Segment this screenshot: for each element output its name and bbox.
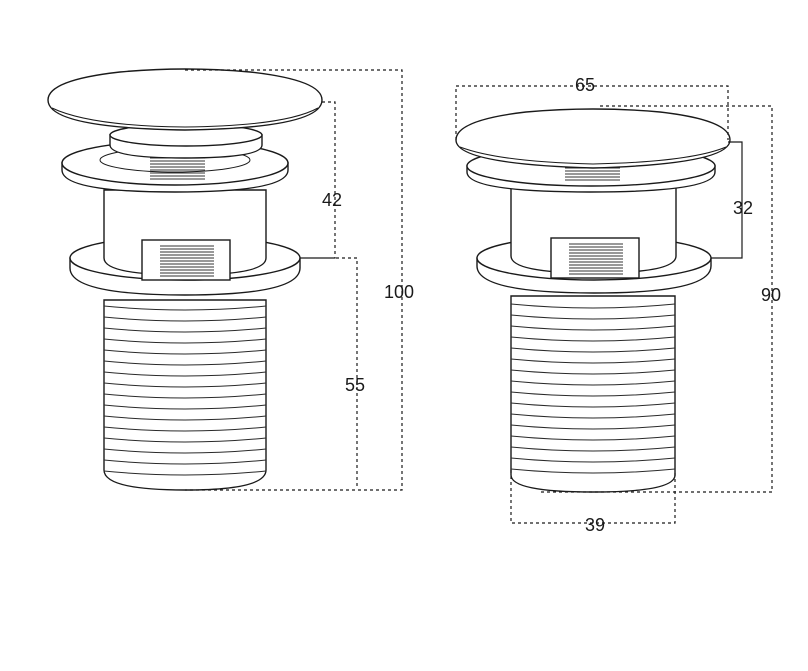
thread-line [510,446,676,452]
left-dimensions [185,69,403,491]
right-dimensions [455,85,773,524]
thread-line [103,327,267,333]
right-dim-65: 65 [575,75,595,95]
thread-line [510,457,676,463]
left-dim-55: 55 [345,375,365,395]
thread-line [103,349,267,355]
thread-line [510,358,676,364]
thread-line [510,369,676,375]
thread-line [103,415,267,421]
left-thread-body [103,299,267,491]
thread-line [103,338,267,344]
thread-line [510,391,676,397]
thread-line [510,303,676,309]
left-waste [47,68,323,491]
thread-line [510,336,676,342]
right-dim-32: 32 [733,198,753,218]
left-stem [109,123,263,159]
thread-line [103,448,267,454]
thread-line [510,380,676,386]
thread-line [103,316,267,322]
left-cap [47,68,323,131]
thread-line [103,305,267,311]
thread-line [103,437,267,443]
thread-line [103,393,267,399]
right-upper-cylinder [510,179,677,279]
right-cap [455,108,731,169]
thread-line [510,314,676,320]
thread-line [510,468,676,474]
thread-line [510,325,676,331]
right-dim-90: 90 [761,285,781,305]
thread-line [103,426,267,432]
thread-line [510,402,676,408]
right-thread-body [510,295,676,493]
thread-line [103,459,267,465]
thread-line [510,413,676,419]
thread-line [103,404,267,410]
thread-line [510,424,676,430]
thread-line [103,382,267,388]
left-dim-100: 100 [384,282,414,302]
thread-line [103,371,267,377]
thread-line [510,435,676,441]
left-upper-cylinder [103,189,267,281]
left-dim-42: 42 [322,190,342,210]
thread-line [103,470,267,476]
right-dim-39: 39 [585,515,605,535]
right-waste [455,108,731,493]
thread-line [510,347,676,353]
thread-line [103,360,267,366]
